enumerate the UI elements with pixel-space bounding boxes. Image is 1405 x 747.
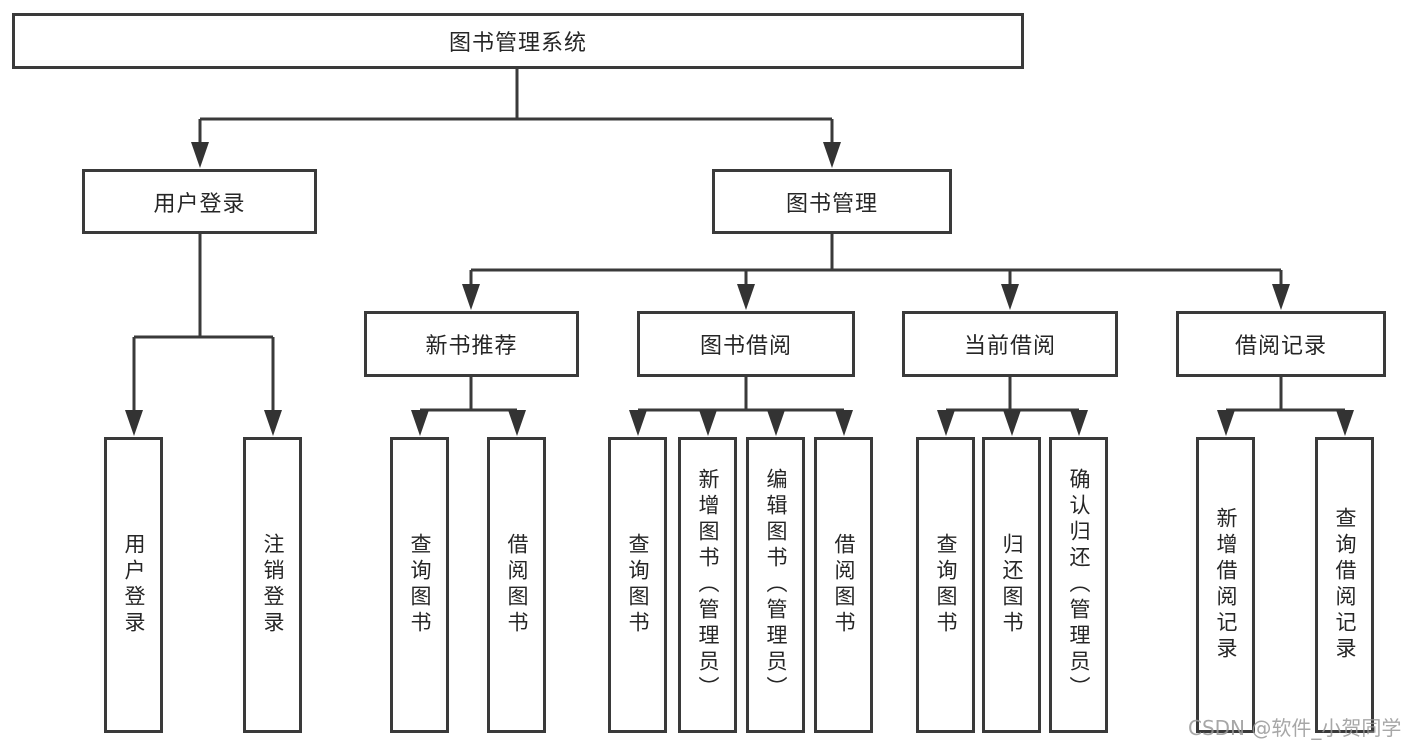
- leaf-add-books-admin: 新增图书（管理员）: [678, 437, 737, 733]
- node-user-login-label: 用户登录: [153, 191, 246, 217]
- leaf-confirm-return-admin: 确认归还（管理员）: [1049, 437, 1108, 733]
- node-book-borrow-label: 图书借阅: [699, 334, 792, 359]
- leaf-borrow-books-label: 借阅图书: [832, 533, 856, 637]
- leaf-query-books-borrow: 查询图书: [608, 437, 667, 733]
- leaf-user-login-label: 用户登录: [122, 533, 146, 637]
- node-new-book-recommend: 新书推荐: [364, 311, 579, 377]
- leaf-query-books-recommend-label: 查询图书: [408, 533, 432, 637]
- leaf-add-books-admin-label: 新增图书（管理员）: [696, 468, 720, 702]
- node-book-borrow: 图书借阅: [637, 311, 855, 377]
- node-new-book-recommend-label: 新书推荐: [425, 334, 518, 359]
- node-user-login: 用户登录: [82, 169, 317, 234]
- node-root-system: 图书管理系统: [12, 13, 1024, 69]
- leaf-query-borrow-record-label: 查询借阅记录: [1333, 507, 1357, 663]
- leaf-edit-books-admin-label: 编辑图书（管理员）: [764, 468, 788, 702]
- leaf-borrow-books: 借阅图书: [814, 437, 873, 733]
- node-book-management-label: 图书管理: [785, 191, 878, 217]
- leaf-query-books-current: 查询图书: [916, 437, 975, 733]
- node-current-borrow-label: 当前借阅: [963, 334, 1056, 359]
- leaf-add-borrow-record: 新增借阅记录: [1196, 437, 1255, 733]
- node-root-system-label: 图书管理系统: [448, 31, 587, 56]
- leaf-query-borrow-record: 查询借阅记录: [1315, 437, 1374, 733]
- leaf-confirm-return-admin-label: 确认归还（管理员）: [1067, 468, 1091, 702]
- node-book-management: 图书管理: [712, 169, 952, 234]
- leaf-borrow-books-recommend-label: 借阅图书: [505, 533, 529, 637]
- node-current-borrow: 当前借阅: [902, 311, 1118, 377]
- leaf-query-books-current-label: 查询图书: [934, 533, 958, 637]
- leaf-query-books-borrow-label: 查询图书: [626, 533, 650, 637]
- node-borrow-records-label: 借阅记录: [1234, 334, 1327, 359]
- csdn-watermark: CSDN @软件_小贺同学: [1188, 716, 1402, 740]
- arrowheads: [125, 142, 1354, 436]
- leaf-return-books: 归还图书: [982, 437, 1041, 733]
- leaf-return-books-label: 归还图书: [1000, 533, 1024, 637]
- leaf-add-borrow-record-label: 新增借阅记录: [1214, 507, 1238, 663]
- leaf-query-books-recommend: 查询图书: [390, 437, 449, 733]
- leaf-logout: 注销登录: [243, 437, 302, 733]
- leaf-logout-label: 注销登录: [261, 533, 285, 637]
- leaf-user-login: 用户登录: [104, 437, 163, 733]
- leaf-edit-books-admin: 编辑图书（管理员）: [746, 437, 805, 733]
- leaf-borrow-books-recommend: 借阅图书: [487, 437, 546, 733]
- node-borrow-records: 借阅记录: [1176, 311, 1386, 377]
